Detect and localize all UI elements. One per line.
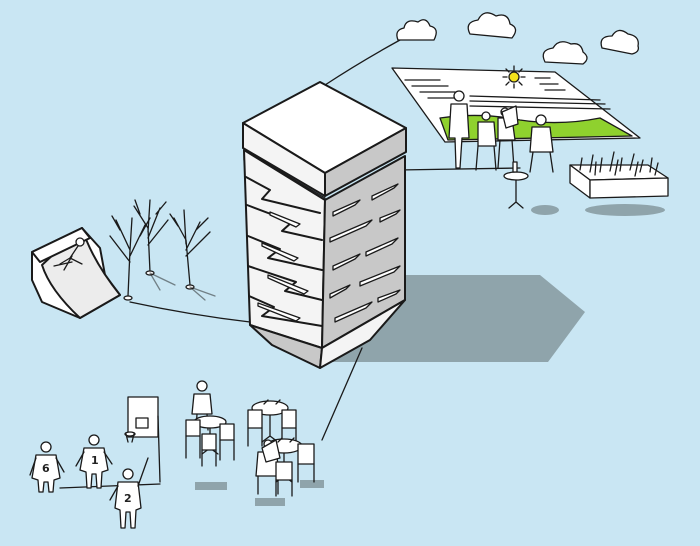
cafe-reading-person-icon — [255, 439, 281, 495]
skate-ramp — [31, 227, 121, 319]
tower-left-windows — [257, 211, 309, 322]
basketball-court: 6 1 2 — [29, 396, 161, 529]
standing-person-icon — [448, 90, 470, 169]
player-middle-jersey: 1 — [91, 454, 99, 467]
line-tower-to-terrace — [397, 167, 521, 171]
sun-disc — [508, 71, 520, 83]
grass-planter — [569, 151, 669, 199]
tree-bases — [123, 270, 195, 301]
terrace-table-shadow — [531, 205, 559, 215]
ramp-top — [31, 227, 91, 263]
player-left: 6 — [29, 441, 65, 493]
cafe-shadow-3 — [300, 480, 324, 488]
tree-shadows — [149, 272, 216, 301]
player-front: 2 — [109, 457, 149, 529]
connection-lines — [129, 39, 521, 441]
terrace-hatching — [404, 77, 611, 110]
terrace-table-icon — [503, 161, 529, 209]
tower-windows — [329, 183, 401, 323]
reading-person-icon — [497, 105, 519, 169]
tree-2 — [133, 199, 169, 273]
tower-building — [242, 81, 407, 369]
cafe-chairs-1 — [185, 419, 235, 467]
player-left-jersey: 6 — [42, 462, 50, 475]
sun-rays — [502, 65, 526, 89]
tree-1 — [109, 215, 151, 297]
planter-shadow — [585, 204, 665, 216]
player-middle: 1 — [75, 434, 113, 489]
cloud-2 — [467, 12, 517, 39]
sitting-person-left-icon — [475, 111, 497, 171]
tower-cap-right — [324, 127, 407, 197]
player-front-jersey: 2 — [124, 492, 132, 505]
line-tower-to-cafe — [321, 347, 363, 441]
hoop-pole — [157, 415, 161, 483]
cloud-3 — [542, 41, 588, 65]
skater-icon — [53, 237, 85, 271]
hoop-ring — [124, 431, 136, 437]
skate-park — [31, 199, 216, 319]
cloud-1 — [396, 19, 437, 41]
cafe-chairs-2 — [247, 409, 297, 447]
cloud-4 — [600, 29, 640, 55]
bare-trees — [109, 199, 211, 297]
roof-terrace — [391, 65, 669, 216]
cafe-chairs-3 — [275, 443, 315, 497]
cafe-shadow-2 — [255, 498, 285, 506]
line-tower-to-skatepark — [129, 301, 251, 323]
tree-3 — [169, 209, 211, 286]
basketball-hoop-icon — [124, 396, 161, 483]
court-line — [59, 483, 161, 489]
sitting-person-right-icon — [529, 114, 554, 173]
outdoor-cafe — [185, 380, 324, 506]
line-tower-to-clouds — [324, 39, 401, 86]
cafe-shadow-1 — [195, 482, 227, 490]
tower-base-right — [319, 299, 406, 369]
sun-icon — [502, 65, 526, 89]
planter-grass — [579, 151, 659, 177]
backboard — [127, 396, 159, 438]
clouds — [396, 12, 640, 65]
